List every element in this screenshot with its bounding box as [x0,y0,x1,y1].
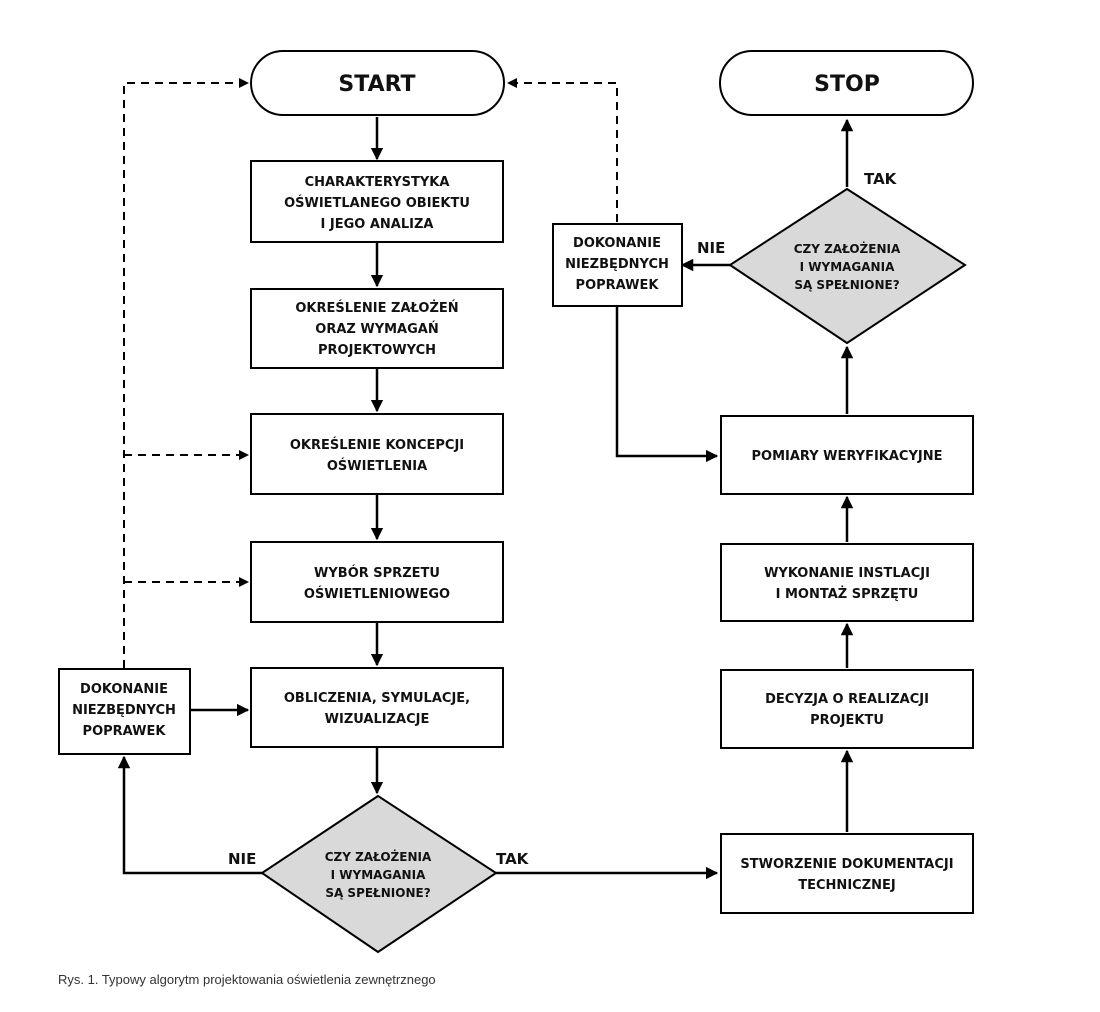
box-wykonanie: WYKONANIE INSTLACJI I MONTAŻ SPRZĘTU [720,543,974,622]
edge-label-tak-bottom: TAK [496,850,530,868]
box-koncepcja-line1: OKREŚLENIE KONCEPCJI [290,437,464,453]
box-decyzja-line2: PROJEKTU [810,713,884,728]
box-okreslenie-zalozen-line3: PROJEKTOWYCH [318,343,436,358]
box-wybor-sprzetu: WYBÓR SPRZETU OŚWIETLENIOWEGO [250,541,504,623]
decision-top-line2: I WYMAGANIA [800,260,895,274]
box-koncepcja-line2: OŚWIETLENIA [327,458,427,474]
box-poprawki-right-line1: DOKONANIE [573,236,661,251]
dashed-connectors [123,78,618,668]
box-okreslenie-zalozen: OKREŚLENIE ZAŁOŻEŃ ORAZ WYMAGAŃ PROJEKTO… [250,288,504,369]
box-charakterystyka-line3: I JEGO ANALIZA [321,217,434,232]
stop-terminator: STOP [719,50,974,116]
box-dokumentacja-line2: TECHNICZNEJ [798,878,895,893]
decision-top: CZY ZAŁOŻENIA I WYMAGANIA SĄ SPEŁNIONE? [728,187,967,345]
start-label: START [338,72,415,97]
box-charakterystyka-line2: OŚWIETLANEGO OBIEKTU [284,195,470,211]
dashed-arrow-poprawki-to-start [123,78,249,668]
box-decyzja-line1: DECYZJA O REALIZACJI [765,692,929,707]
decision-bottom-line2: I WYMAGANIA [331,868,426,882]
box-poprawki-left: DOKONANIE NIEZBĘDNYCH POPRAWEK [58,668,191,755]
start-terminator: START [250,50,505,116]
box-poprawki-left-line2: NIEZBĘDNYCH [72,703,176,718]
box-poprawki-right: DOKONANIE NIEZBĘDNYCH POPRAWEK [552,223,683,307]
box-wykonanie-line1: WYKONANIE INSTLACJI [764,566,930,581]
decision-bottom: CZY ZAŁOŻENIA I WYMAGANIA SĄ SPEŁNIONE? [260,794,498,954]
figure-caption: Rys. 1. Typowy algorytm projektowania oś… [58,972,436,987]
box-wykonanie-line2: I MONTAŻ SPRZĘTU [776,586,919,602]
box-poprawki-right-line2: NIEZBĘDNYCH [565,257,669,272]
box-obliczenia: OBLICZENIA, SYMULACJE, WIZUALIZACJE [250,667,504,748]
edge-label-nie-bottom: NIE [228,850,256,868]
box-pomiary-line1: POMIARY WERYFIKACYJNE [752,449,943,464]
decision-top-line1: CZY ZAŁOŻENIA [794,241,901,256]
edge-label-nie-top: NIE [697,239,725,257]
edge-label-tak-top: TAK [864,170,898,188]
arrow-poprawki-right-to-pomiary [615,306,719,463]
box-dokumentacja: STWORZENIE DOKUMENTACJI TECHNICZNEJ [720,833,974,914]
box-obliczenia-line1: OBLICZENIA, SYMULACJE, [284,691,470,706]
stop-label: STOP [814,72,880,97]
decision-bottom-line3: SĄ SPEŁNIONE? [325,886,430,900]
box-okreslenie-zalozen-line2: ORAZ WYMAGAŃ [315,321,438,337]
box-okreslenie-zalozen-line1: OKREŚLENIE ZAŁOŻEŃ [295,300,458,316]
box-poprawki-right-line3: POPRAWEK [576,278,660,293]
box-obliczenia-line2: WIZUALIZACJE [325,712,430,727]
arrow-decision-nie-to-poprawki [117,755,262,875]
box-koncepcja: OKREŚLENIE KONCEPCJI OŚWIETLENIA [250,413,504,495]
box-poprawki-left-line1: DOKONANIE [80,682,168,697]
box-charakterystyka-line1: CHARAKTERYSTYKA [305,175,450,190]
connectors [117,117,854,880]
decision-bottom-line1: CZY ZAŁOŻENIA [325,849,432,864]
decision-top-line3: SĄ SPEŁNIONE? [794,278,899,292]
box-charakterystyka: CHARAKTERYSTYKA OŚWIETLANEGO OBIEKTU I J… [250,160,504,243]
box-wybor-sprzetu-line2: OŚWIETLENIOWEGO [304,586,450,602]
box-dokumentacja-line1: STWORZENIE DOKUMENTACJI [740,857,953,872]
box-pomiary: POMIARY WERYFIKACYJNE [720,415,974,495]
box-wybor-sprzetu-line1: WYBÓR SPRZETU [314,565,440,581]
box-decyzja: DECYZJA O REALIZACJI PROJEKTU [720,669,974,749]
dashed-arrow-poprawki-right-to-start [507,78,618,222]
box-poprawki-left-line3: POPRAWEK [83,724,167,739]
